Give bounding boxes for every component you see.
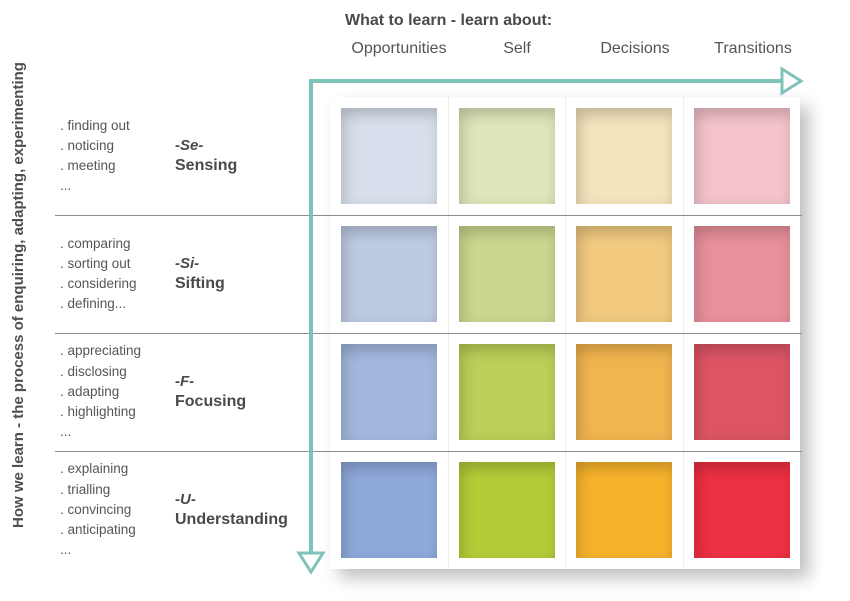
column-label-self: Self [503,40,531,57]
cell-color-swatch [693,344,790,440]
matrix-cell [565,451,683,569]
row-header-focusing: . appreciating . disclosing . adapting .… [60,333,320,451]
row-code: -Se- [175,137,204,154]
row-header-sensing: . finding out . noticing . meeting ... -… [60,97,320,215]
matrix-cell [565,215,683,333]
bullet-item: . meeting [60,158,116,173]
matrix-cell [682,451,800,569]
cell-color-swatch [576,344,673,440]
matrix-cell [330,333,448,451]
row-bullets: . finding out . noticing . meeting ... [60,116,175,197]
cell-color-swatch [340,226,437,322]
bullet-item: . adapting [60,383,120,399]
column-label-decisions: Decisions [600,40,670,57]
matrix-cell [330,451,448,569]
row-bullets: . comparing . sorting out . considering … [60,234,175,315]
bullet-item: . anticipating [60,522,136,538]
row-name: Understanding [175,511,288,528]
cell-color-swatch [340,344,437,440]
cell-color-swatch [458,344,555,440]
matrix-cell [682,215,800,333]
cell-color-swatch [693,108,790,204]
bullet-item: . explaining [60,461,129,477]
row-headers: . finding out . noticing . meeting ... -… [60,97,320,569]
bullet-item: . trialling [60,481,111,497]
column-label-opportunities: Opportunities [351,40,447,57]
bullet-item: . finding out [60,117,130,133]
matrix-cell [447,97,565,215]
column-headers: Opportunities Self Decisions Transitions [340,40,812,58]
cell-color-swatch [576,462,673,558]
row-code: -Si- [175,255,200,272]
matrix-cell [565,97,683,215]
cell-color-swatch [576,226,673,322]
column-label-transitions: Transitions [714,40,792,57]
row-name: Focusing [175,393,247,410]
matrix-cell [565,333,683,451]
bullet-item: ... [60,178,72,194]
matrix-cell [447,333,565,451]
bullet-item: . defining... [60,296,127,312]
matrix-cell [330,215,448,333]
bullet-item: . disclosing [60,363,127,379]
bullet-item: . sorting out [60,255,131,271]
cell-color-swatch [693,226,790,322]
bullet-item: . comparing [60,235,131,251]
row-bullets: . appreciating . disclosing . adapting .… [60,341,175,442]
row-header-understanding: . explaining . trialling . convincing . … [60,451,320,569]
cell-color-swatch [458,108,555,204]
cell-color-swatch [576,108,673,204]
cell-color-swatch [340,462,437,558]
row-name: Sensing [175,157,238,174]
bullet-item: . convincing [60,501,132,517]
row-code: -U- [175,491,196,508]
cell-color-swatch [693,462,790,558]
cell-color-swatch [458,462,555,558]
bullet-item: . noticing [60,137,115,153]
matrix-cell [447,451,565,569]
vertical-axis-label: How we learn - the process of enquiring,… [10,62,27,528]
matrix-cell [330,97,448,215]
bullet-item: . appreciating [60,343,142,359]
matrix-cell [682,333,800,451]
cell-color-swatch [458,226,555,322]
bullet-item: . considering [60,276,137,291]
row-header-sifting: . comparing . sorting out . considering … [60,215,320,333]
row-code: -F- [175,373,195,390]
header-title: What to learn - learn about: [345,12,553,29]
bullet-item: . highlighting [60,404,136,420]
bullet-item: ... [60,424,72,440]
x-axis-arrow-icon [780,66,804,96]
cell-color-swatch [340,108,437,204]
row-name: Sifting [175,275,225,292]
matrix-cell [447,215,565,333]
matrix-cell [682,97,800,215]
row-bullets: . explaining . trialling . convincing . … [60,459,175,560]
bullet-item: ... [60,542,72,558]
